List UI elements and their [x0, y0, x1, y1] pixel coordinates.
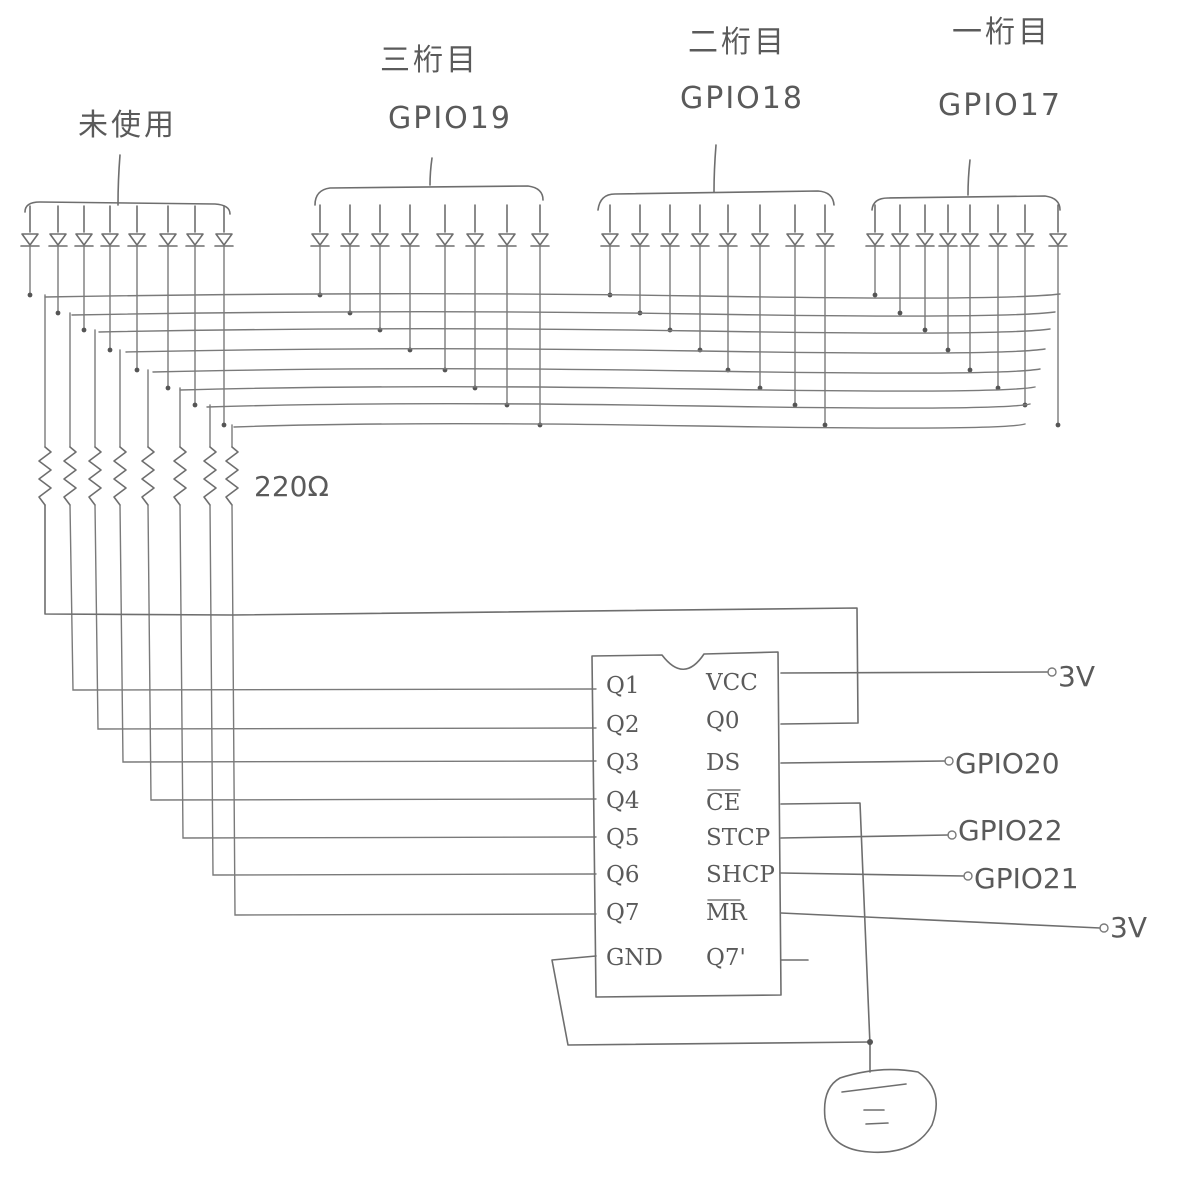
resistor-label: 220Ω — [254, 470, 329, 503]
led — [938, 204, 958, 353]
chip-pin-label: Q3 — [606, 750, 640, 776]
resistor — [203, 404, 597, 876]
chip-pin-label: CE — [706, 790, 740, 816]
chip-pin-label: GND — [606, 945, 663, 971]
ds-net-label: GPIO20 — [955, 747, 1060, 780]
mr-net-label: 3V — [1110, 911, 1147, 944]
ds-wire — [780, 760, 946, 764]
led — [185, 205, 205, 408]
shcp-wire — [780, 872, 965, 877]
group-bus-tens — [597, 144, 835, 211]
resistor — [63, 312, 597, 691]
led — [214, 205, 234, 428]
stcp-net-label: GPIO22 — [958, 814, 1063, 847]
led — [158, 205, 178, 391]
led — [465, 204, 485, 391]
resistor — [38, 294, 52, 506]
led — [630, 204, 650, 316]
vcc-wire — [780, 671, 1049, 674]
chip-pin-label: DS — [706, 750, 740, 776]
chip-pin-label: VCC — [705, 670, 758, 696]
led — [20, 205, 40, 298]
shcp-net-label: GPIO21 — [974, 862, 1079, 895]
resistor — [225, 424, 597, 916]
segment-line — [152, 368, 1041, 374]
segment-line — [98, 328, 1051, 334]
group-gpio-tens: GPIO18 — [680, 81, 804, 116]
stcp-wire — [780, 834, 949, 839]
chip-pin-label: MR — [706, 900, 748, 926]
ce-wire — [780, 802, 871, 1046]
resistor — [113, 349, 597, 763]
led — [100, 205, 120, 353]
led — [1048, 204, 1068, 428]
led — [1015, 204, 1035, 408]
resistor — [88, 329, 597, 730]
group-gpio-ones: GPIO17 — [938, 88, 1062, 123]
led — [340, 204, 360, 316]
resistor — [173, 387, 597, 839]
led — [435, 204, 455, 373]
group-bus-hundreds — [314, 157, 544, 206]
led — [310, 204, 330, 298]
resistor-array — [38, 294, 597, 916]
segment-line — [44, 293, 1061, 299]
group-label-ones: 一桁目 — [952, 15, 1051, 50]
led — [530, 204, 550, 428]
group-label-hundreds: 三桁目 — [380, 43, 479, 78]
chip-pin-label: Q5 — [606, 825, 640, 851]
segment-line — [71, 311, 1056, 317]
chip-pin-label: STCP — [706, 825, 770, 851]
chip-pin-label: Q7 — [606, 900, 640, 926]
led — [48, 205, 68, 316]
group-bus-unused — [24, 154, 231, 215]
led-array — [20, 204, 1068, 428]
q0-wire — [44, 504, 859, 725]
led — [370, 204, 390, 333]
led — [74, 205, 94, 333]
group-label-unused: 未使用 — [78, 108, 177, 143]
shift-register-chip — [591, 651, 782, 998]
led — [890, 204, 910, 316]
segment-line — [125, 348, 1046, 354]
led — [750, 204, 770, 391]
vcc-net-label: 3V — [1058, 660, 1095, 693]
led — [400, 204, 420, 353]
segment-line — [233, 423, 1026, 429]
group-gpio-hundreds: GPIO19 — [388, 101, 512, 136]
led — [815, 204, 835, 428]
led — [600, 204, 620, 298]
led — [690, 204, 710, 353]
chip-pin-label: Q2 — [606, 712, 640, 738]
chip-pin-label: Q4 — [606, 788, 640, 814]
mr-wire — [780, 912, 1101, 929]
resistor — [141, 369, 597, 801]
led — [960, 204, 980, 373]
chip-pin-label: Q7' — [706, 945, 746, 971]
group-bus-ones — [871, 159, 1061, 211]
ground-symbol — [823, 1039, 938, 1154]
led — [497, 204, 517, 408]
led — [785, 204, 805, 408]
led — [127, 205, 147, 373]
group-label-tens: 二桁目 — [688, 25, 787, 60]
led — [915, 204, 935, 333]
chip-pin-label: SHCP — [706, 862, 775, 888]
segment-line — [206, 403, 1031, 409]
led — [988, 204, 1008, 391]
chip-pin-label: Q0 — [706, 708, 740, 734]
chip-pin-label: Q1 — [606, 673, 640, 699]
gnd-wire — [551, 955, 871, 1046]
led — [865, 204, 885, 298]
chip-pin-label: Q6 — [606, 862, 640, 888]
led — [660, 204, 680, 333]
led — [718, 204, 738, 373]
segment-line — [179, 386, 1036, 392]
segment-bus — [44, 293, 1061, 429]
